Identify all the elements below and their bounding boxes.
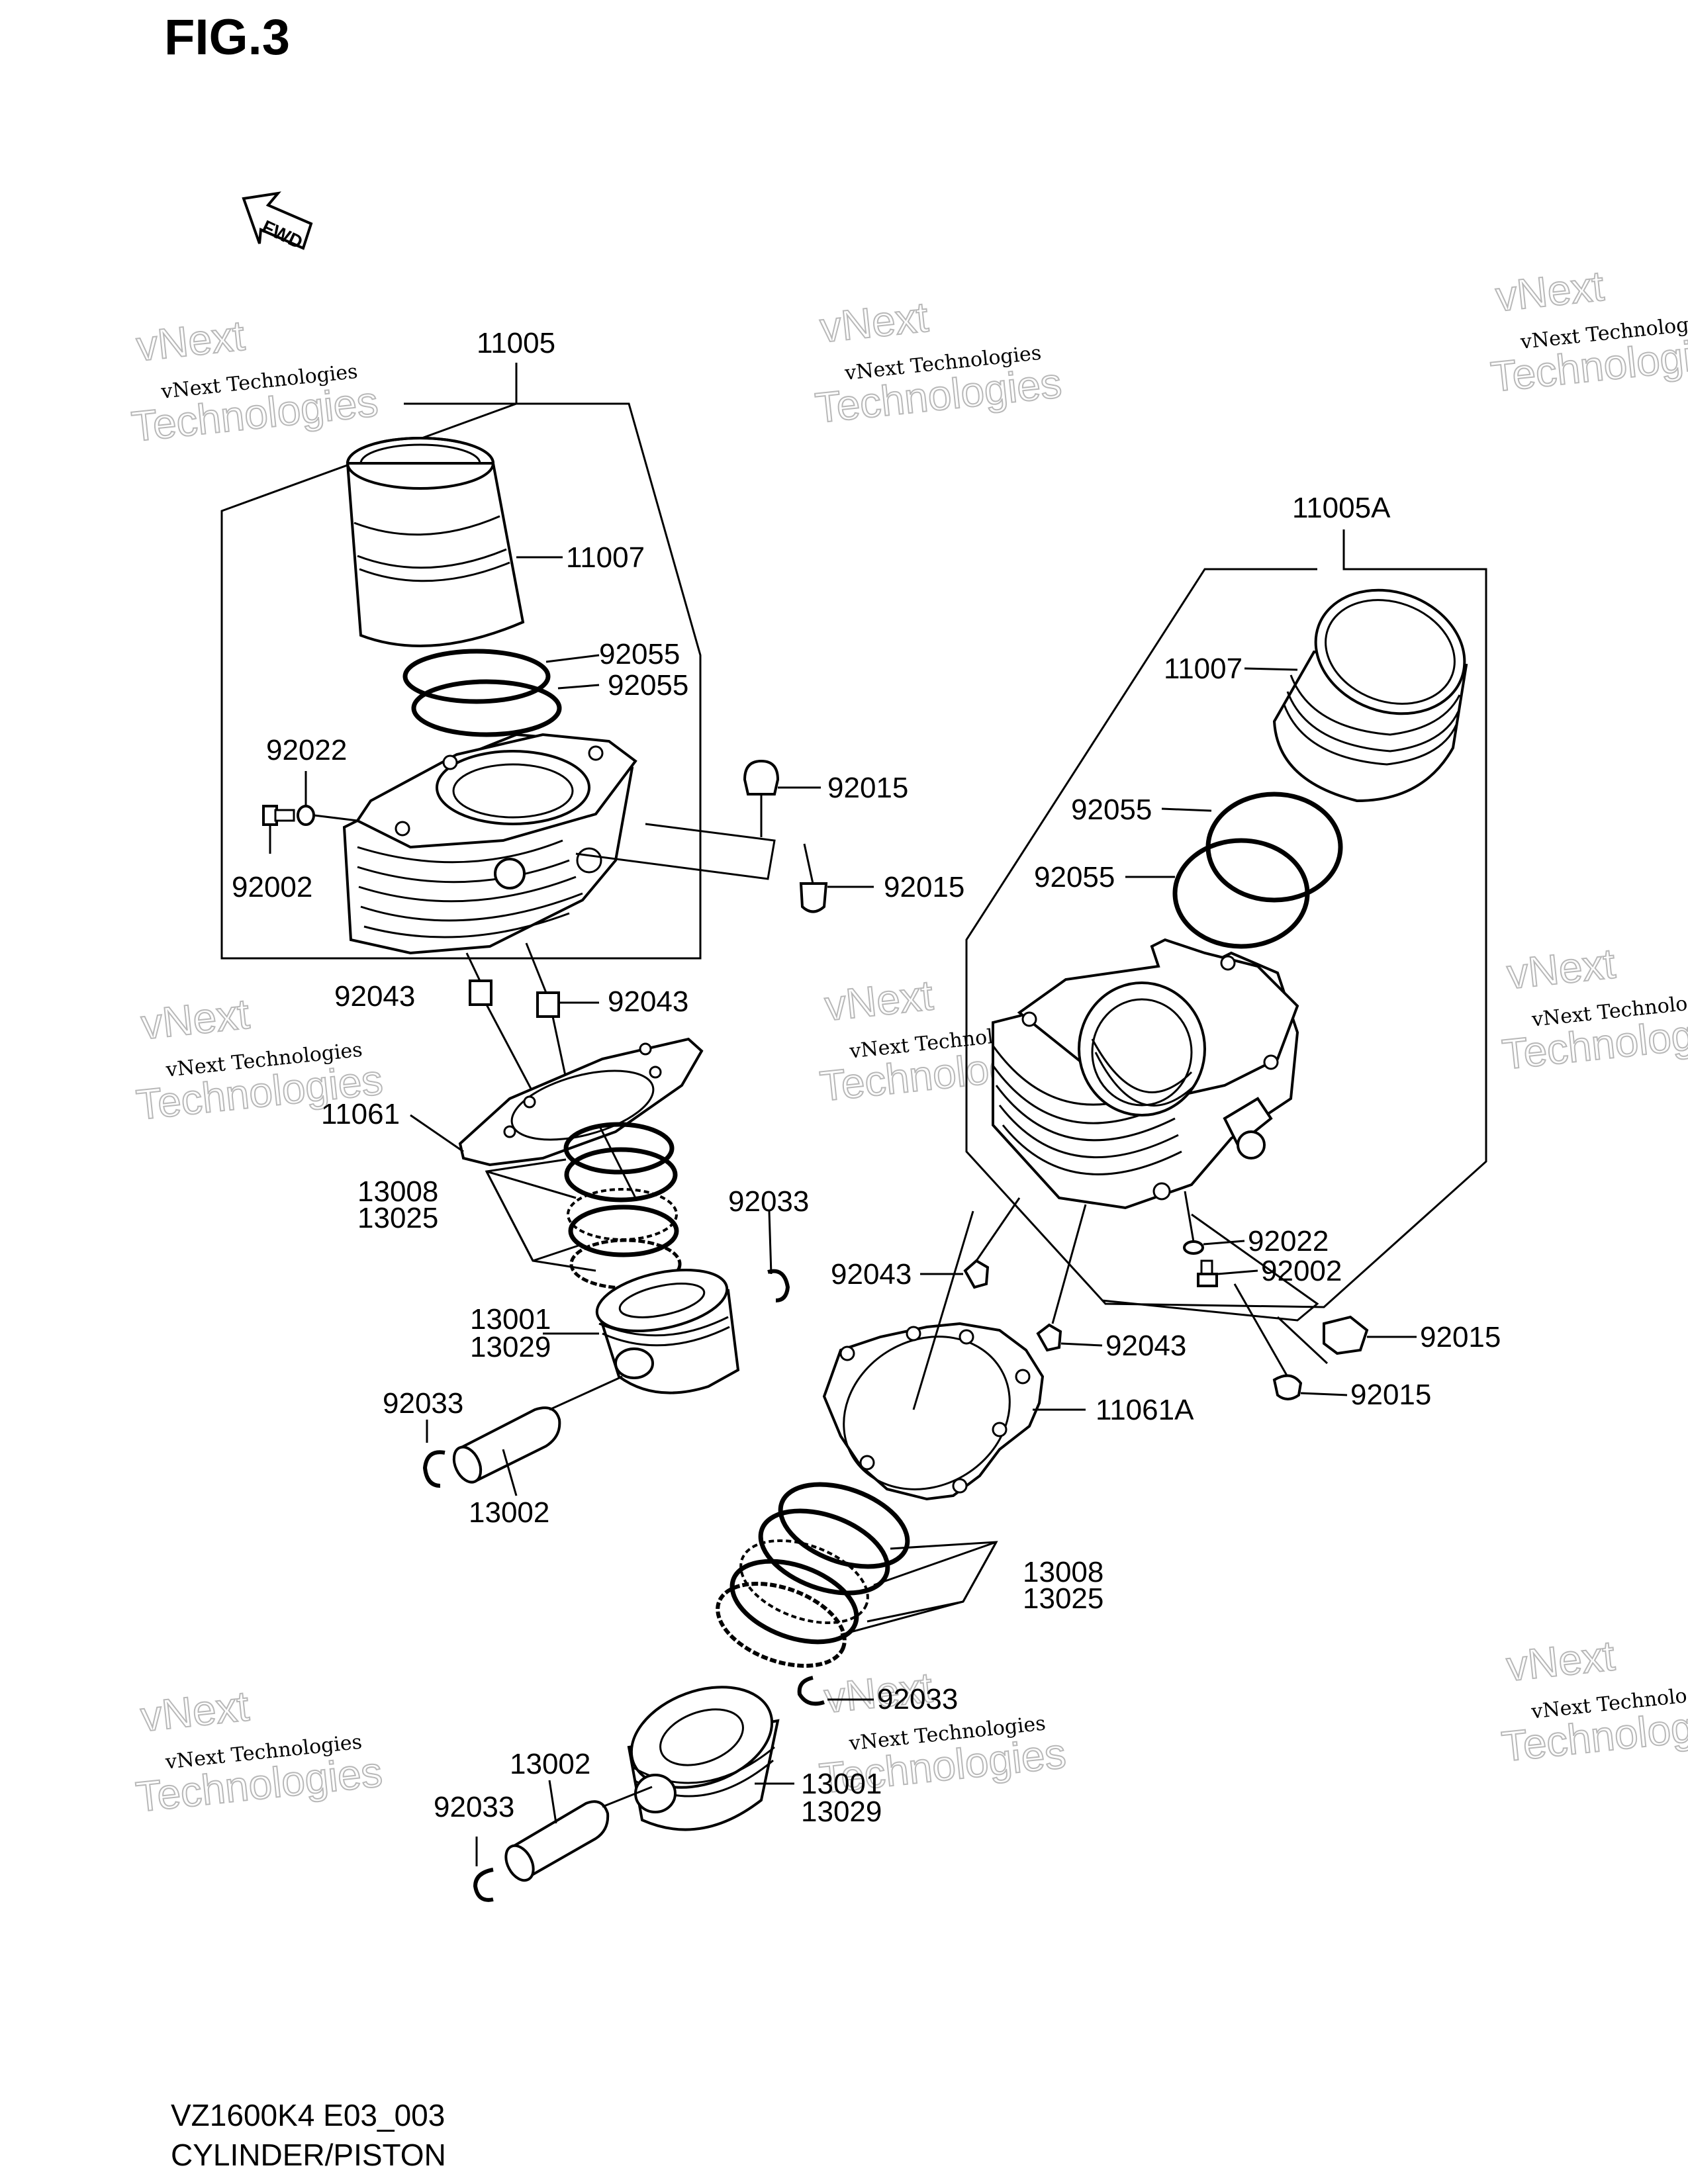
label-13001: 13001 [470, 1303, 551, 1336]
flange-nut [799, 882, 828, 913]
piston-ring [564, 1147, 678, 1203]
watermark-line2: vNext [1505, 939, 1617, 998]
piston [627, 1686, 780, 1831]
dowel-pin [1036, 1323, 1062, 1352]
label-13008: 13008 [357, 1175, 438, 1208]
label-92043-r-a: 92043 [831, 1258, 912, 1291]
label-13008-r: 13008 [1023, 1556, 1103, 1588]
o-ring [402, 649, 551, 704]
watermark: vNext Technologies vNext Technologies [1488, 261, 1688, 402]
cylinder-block [992, 938, 1299, 1210]
watermark: vNext Technologies vNext Technologies [1499, 1631, 1688, 1771]
label-92043-b: 92043 [608, 985, 688, 1018]
label-92055-a: 92055 [599, 638, 680, 670]
label-13001-r: 13001 [801, 1768, 882, 1800]
piston-pin [504, 1800, 610, 1882]
washer [1183, 1240, 1204, 1255]
cylinder-assembly-bracket [220, 363, 702, 960]
watermark-line2: vNext [823, 971, 935, 1030]
right-assembly: 11005A 11007 92055 92055 92022 92002 920… [434, 492, 1501, 1902]
cylinder-assembly-bracket [965, 529, 1487, 1308]
label-92043-r-b: 92043 [1105, 1330, 1186, 1362]
dowel-pin [469, 979, 492, 1006]
label-92002-r: 92002 [1261, 1255, 1342, 1287]
fwd-arrow-icon: FWD [242, 191, 313, 253]
label-11007: 11007 [566, 541, 645, 574]
cylinder-sleeve [1272, 588, 1468, 803]
label-92015-r-a: 92015 [1420, 1321, 1501, 1353]
o-ring [1172, 838, 1310, 949]
watermark-line2: vNext [138, 1682, 251, 1741]
section-name: CYLINDER/PISTON [171, 2138, 446, 2172]
label-92055-r-b: 92055 [1034, 861, 1115, 893]
cylinder-sleeve [346, 437, 525, 647]
oil-ring [569, 1238, 682, 1290]
label-11061A: 11061A [1096, 1394, 1194, 1426]
circlip [473, 1868, 494, 1902]
cap-nut [743, 759, 780, 796]
label-92033-r-b: 92033 [434, 1791, 514, 1823]
washer [297, 805, 315, 826]
watermark-line2: vNext [818, 293, 930, 352]
label-13025-r: 13025 [1023, 1582, 1103, 1615]
left-assembly: 11005 11007 92055 92055 92022 92002 9201… [220, 327, 964, 1529]
label-92015-r-b: 92015 [1350, 1379, 1431, 1411]
piston-ring [563, 1122, 675, 1175]
piston-ring [568, 1205, 679, 1257]
label-92022: 92022 [266, 734, 347, 766]
flange-nut [1272, 1374, 1303, 1400]
label-92022-r: 92022 [1248, 1225, 1329, 1257]
label-92002: 92002 [232, 871, 312, 903]
circlip [767, 1269, 790, 1302]
label-13002-r: 13002 [510, 1748, 590, 1780]
label-13029: 13029 [470, 1331, 551, 1363]
watermark: vNext Technologies vNext Technologies [1499, 938, 1688, 1079]
dowel-pin [536, 991, 560, 1018]
circlip [422, 1450, 445, 1488]
label-92033-r-a: 92033 [877, 1683, 958, 1715]
label-92033-a: 92033 [728, 1185, 809, 1218]
flange-nut [1323, 1315, 1369, 1355]
oil-ring [716, 1582, 847, 1668]
label-92033-b: 92033 [383, 1387, 463, 1420]
watermark: vNext Technologies vNext Technologies [812, 293, 1064, 433]
label-92043-a: 92043 [334, 980, 415, 1013]
watermark-line2: vNext [139, 989, 252, 1048]
watermark-line2: vNext [134, 312, 247, 371]
label-13002: 13002 [469, 1496, 549, 1529]
piston-ring [729, 1559, 859, 1645]
watermark: vNext Technologies vNext Technologies [133, 1681, 385, 1821]
label-13025: 13025 [357, 1202, 438, 1234]
label-92055-b: 92055 [608, 669, 688, 702]
piston-ring [758, 1508, 890, 1596]
bolt [262, 805, 295, 826]
cylinder-block [342, 733, 637, 955]
o-ring [411, 679, 562, 737]
watermark-line2: vNext [1493, 262, 1606, 321]
piston [595, 1268, 740, 1394]
oil-ring [739, 1539, 869, 1624]
dowel-pin [963, 1259, 990, 1289]
watermark-line2: vNext [1504, 1631, 1617, 1690]
label-11005A: 11005A [1292, 492, 1391, 524]
label-92015-a: 92015 [827, 772, 908, 804]
label-11061: 11061 [321, 1098, 400, 1130]
label-92015-b: 92015 [884, 871, 964, 903]
model-code: VZ1600K4 E03_003 [171, 2098, 445, 2132]
watermark: vNext Technologies vNext Technologies [128, 311, 381, 451]
label-11005: 11005 [477, 327, 555, 359]
figure-title: FIG.3 [164, 9, 290, 66]
circlip [797, 1676, 825, 1706]
bolt [1197, 1259, 1218, 1287]
label-92055-r-a: 92055 [1071, 794, 1152, 826]
label-11007-r: 11007 [1164, 653, 1243, 685]
piston-pin [452, 1406, 561, 1484]
label-13029-r: 13029 [801, 1796, 882, 1828]
cylinder-gasket [458, 1037, 704, 1167]
cylinder-gasket [822, 1322, 1045, 1501]
